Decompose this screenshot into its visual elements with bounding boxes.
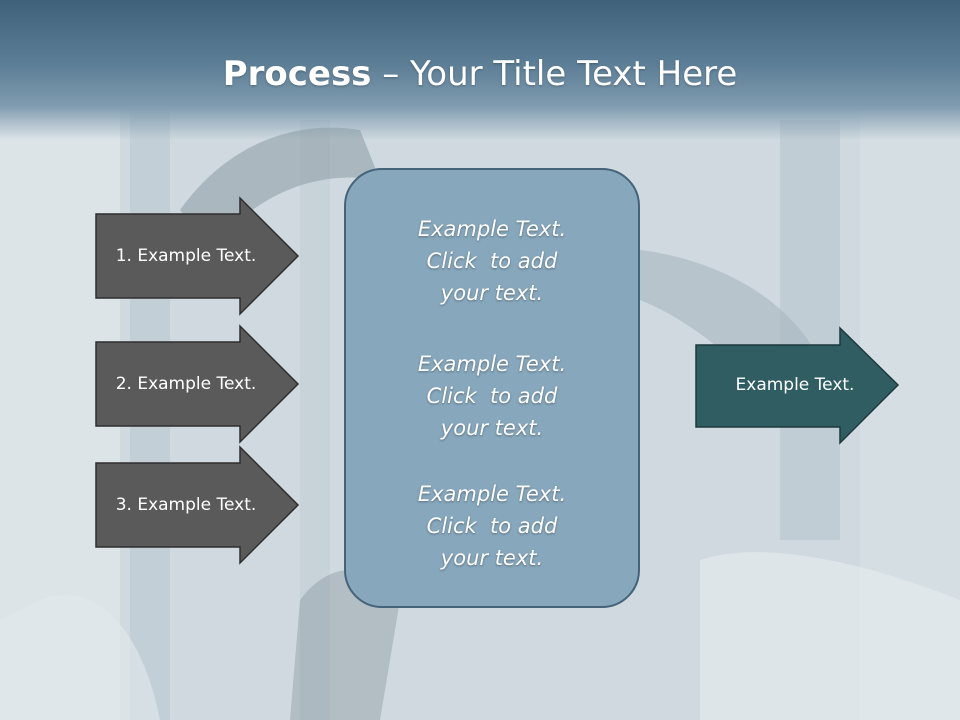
- center-text-block-2[interactable]: Example Text. Click to add your text.: [344, 348, 640, 444]
- center-text-block-3[interactable]: Example Text. Click to add your text.: [344, 478, 640, 574]
- slide-title[interactable]: Process – Your Title Text Here: [0, 52, 960, 96]
- step-label-2: 2. Example Text.: [115, 374, 257, 394]
- step-label-1: 1. Example Text.: [115, 246, 257, 266]
- center-text-block-1[interactable]: Example Text. Click to add your text.: [344, 213, 640, 309]
- center-line: Click to add: [426, 384, 558, 408]
- step-label-3: 3. Example Text.: [115, 495, 257, 515]
- step-arrow-2[interactable]: [95, 324, 300, 444]
- step-arrow-1[interactable]: [95, 196, 300, 316]
- title-band: [0, 0, 960, 140]
- center-line: your text.: [440, 281, 544, 305]
- center-line: Click to add: [426, 514, 558, 538]
- center-line: Example Text.: [417, 352, 567, 376]
- center-line: Click to add: [426, 249, 558, 273]
- center-line: your text.: [440, 546, 544, 570]
- title-bold: Process: [222, 54, 372, 94]
- title-rest: – Your Title Text Here: [371, 54, 738, 94]
- step-arrow-3[interactable]: [95, 445, 300, 565]
- output-label: Example Text.: [735, 375, 855, 395]
- center-line: Example Text.: [417, 217, 567, 241]
- output-arrow[interactable]: [695, 326, 900, 445]
- center-text-box[interactable]: [344, 168, 640, 608]
- center-line: Example Text.: [417, 482, 567, 506]
- center-line: your text.: [440, 416, 544, 440]
